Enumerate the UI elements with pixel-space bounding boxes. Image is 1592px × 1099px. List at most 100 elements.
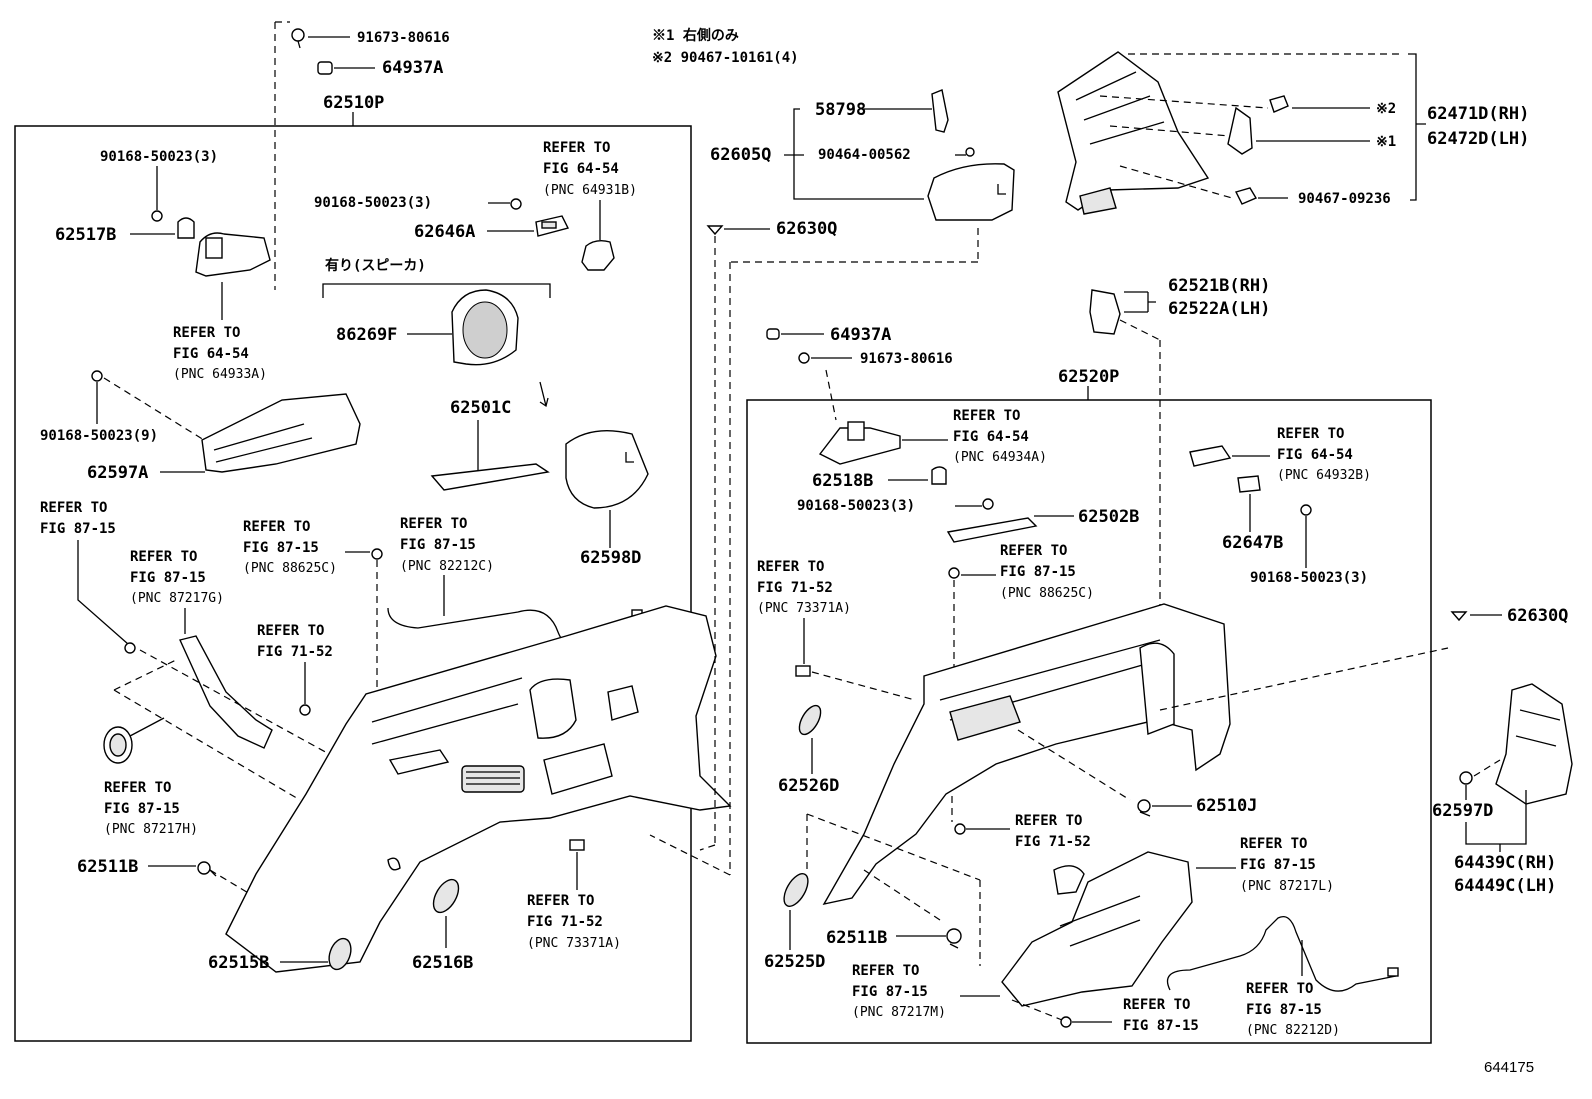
svg-text:(PNC 82212D): (PNC 82212D) bbox=[1246, 1023, 1340, 1038]
svg-text:FIG 87-15: FIG 87-15 bbox=[130, 570, 206, 586]
part-62518B: 62518B bbox=[812, 471, 873, 491]
duct-part bbox=[179, 635, 273, 749]
part-62511B-left: 62511B bbox=[77, 857, 138, 877]
grommet-part bbox=[328, 937, 352, 971]
svg-text:(PNC 87217L): (PNC 87217L) bbox=[1240, 879, 1334, 894]
upper-garnish-part bbox=[201, 393, 361, 473]
refer-to-71-52-right: REFER TO FIG 71-52 bbox=[1015, 813, 1091, 850]
refer-to-87-15-left: REFER TO FIG 87-15 bbox=[40, 500, 116, 537]
refer-to-82212D: REFER TO FIG 87-15 (PNC 82212D) bbox=[1246, 981, 1340, 1038]
part-62522A-lh: 62522A(LH) bbox=[1168, 299, 1270, 319]
clip-icon bbox=[197, 861, 217, 877]
note-clip-count: ※2 90467-10161(4) bbox=[652, 50, 799, 66]
bolt-icon bbox=[1060, 1016, 1072, 1028]
grommet-part-right bbox=[798, 704, 822, 736]
vent-part-right bbox=[783, 873, 809, 907]
svg-text:REFER TO: REFER TO bbox=[104, 780, 171, 796]
svg-text:REFER TO: REFER TO bbox=[173, 325, 240, 341]
part-62630Q-lower: 62630Q bbox=[1507, 606, 1568, 626]
right-assembly-title: 62520P bbox=[1058, 367, 1119, 387]
svg-text:FIG 64-54: FIG 64-54 bbox=[173, 346, 249, 362]
clip-icon bbox=[1450, 611, 1468, 622]
part-91673-80616-top: 91673-80616 bbox=[357, 30, 450, 46]
part-90467-09236: 90467-09236 bbox=[1298, 191, 1391, 207]
part-62511B-right: 62511B bbox=[826, 928, 887, 948]
svg-text:REFER TO: REFER TO bbox=[757, 559, 824, 575]
clip-icon bbox=[1234, 187, 1258, 205]
svg-text:FIG 64-54: FIG 64-54 bbox=[543, 161, 619, 177]
part-90168-50023-3-a: 90168-50023(3) bbox=[100, 149, 218, 165]
part-90464-00562: 90464-00562 bbox=[818, 147, 911, 163]
refer-to-71-52-left: REFER TO FIG 71-52 bbox=[257, 623, 333, 660]
svg-text:(PNC 64932B): (PNC 64932B) bbox=[1277, 468, 1371, 483]
upper-quarter-trim-part bbox=[1057, 51, 1210, 215]
refer-to-82212C: REFER TO FIG 87-15 (PNC 82212C) bbox=[400, 516, 494, 574]
cap-icon bbox=[317, 61, 333, 75]
part-62516B: 62516B bbox=[412, 953, 473, 973]
svg-text:REFER TO: REFER TO bbox=[257, 623, 324, 639]
clip-icon bbox=[569, 839, 585, 851]
svg-text:(PNC 88625C): (PNC 88625C) bbox=[1000, 586, 1094, 601]
part-91673-80616-right: 91673-80616 bbox=[860, 351, 953, 367]
service-lid-part bbox=[565, 429, 649, 509]
switch-bezel-part bbox=[535, 215, 570, 237]
garnish-bracket-right bbox=[818, 421, 901, 465]
svg-text:(PNC 64931B): (PNC 64931B) bbox=[543, 183, 637, 198]
svg-text:REFER TO: REFER TO bbox=[1015, 813, 1082, 829]
svg-text:FIG 87-15: FIG 87-15 bbox=[400, 537, 476, 553]
svg-text:FIG 87-15: FIG 87-15 bbox=[243, 540, 319, 556]
refer-to-64934A: REFER TO FIG 64-54 (PNC 64934A) bbox=[953, 408, 1047, 465]
clip-icon bbox=[1269, 95, 1289, 113]
svg-text:(PNC 87217H): (PNC 87217H) bbox=[104, 822, 198, 837]
svg-text:REFER TO: REFER TO bbox=[1240, 836, 1307, 852]
clip-icon bbox=[931, 466, 947, 485]
corner-trim-part bbox=[1495, 683, 1573, 805]
screw-icon bbox=[982, 498, 994, 510]
part-62597A: 62597A bbox=[87, 463, 148, 483]
marker-1: ※1 bbox=[1376, 134, 1396, 150]
screw-icon bbox=[291, 28, 305, 49]
svg-text:REFER TO: REFER TO bbox=[1277, 426, 1344, 442]
part-64439C-rh: 64439C(RH) bbox=[1454, 853, 1556, 873]
part-62647B: 62647B bbox=[1222, 533, 1283, 553]
hanger-bracket-part bbox=[1089, 289, 1121, 335]
refer-to-87217G: REFER TO FIG 87-15 (PNC 87217G) bbox=[130, 549, 224, 606]
svg-text:FIG 71-52: FIG 71-52 bbox=[257, 644, 333, 660]
left-quarter-trim-panel bbox=[225, 605, 732, 973]
svg-text:(PNC 64934A): (PNC 64934A) bbox=[953, 450, 1047, 465]
part-62517B: 62517B bbox=[55, 225, 116, 245]
clip-icon bbox=[954, 823, 966, 835]
speaker-grille-part bbox=[451, 289, 519, 366]
access-lid-part bbox=[927, 163, 1015, 221]
part-62471D-rh: 62471D(RH) bbox=[1427, 104, 1529, 124]
svg-text:FIG 71-52: FIG 71-52 bbox=[1015, 834, 1091, 850]
part-64449C-lh: 64449C(LH) bbox=[1454, 876, 1556, 896]
note-right-side-only: ※1 右側のみ bbox=[652, 27, 739, 44]
cap-icon bbox=[766, 328, 780, 340]
svg-text:(PNC 73371A): (PNC 73371A) bbox=[527, 936, 621, 951]
part-62502B: 62502B bbox=[1078, 507, 1139, 527]
cover-part bbox=[1237, 475, 1261, 493]
part-62510J: 62510J bbox=[1196, 796, 1257, 816]
clip-icon bbox=[1459, 771, 1473, 785]
part-86269F: 86269F bbox=[336, 325, 397, 345]
svg-text:FIG 87-15: FIG 87-15 bbox=[1123, 1018, 1199, 1034]
trim-strip-right bbox=[946, 517, 1038, 543]
part-62515B: 62515B bbox=[208, 953, 269, 973]
clip-icon bbox=[948, 567, 960, 579]
part-62525D: 62525D bbox=[764, 952, 825, 972]
bolt-icon bbox=[124, 642, 136, 654]
refer-to-88625C-left: REFER TO FIG 87-15 (PNC 88625C) bbox=[243, 519, 337, 576]
clip-icon bbox=[795, 665, 811, 677]
wire-harness-right bbox=[1166, 915, 1399, 992]
svg-text:(PNC 73371A): (PNC 73371A) bbox=[757, 601, 851, 616]
refer-to-88625C-right: REFER TO FIG 87-15 (PNC 88625C) bbox=[1000, 543, 1094, 601]
svg-text:REFER TO: REFER TO bbox=[1246, 981, 1313, 997]
vent-part bbox=[432, 878, 460, 914]
svg-text:(PNC 87217G): (PNC 87217G) bbox=[130, 591, 224, 606]
hook-part bbox=[581, 239, 615, 271]
svg-text:REFER TO: REFER TO bbox=[527, 893, 594, 909]
svg-text:(PNC 82212C): (PNC 82212C) bbox=[400, 559, 494, 574]
speaker-bracket-note: 有り(スピーカ) bbox=[325, 257, 426, 274]
svg-text:(PNC 88625C): (PNC 88625C) bbox=[243, 561, 337, 576]
